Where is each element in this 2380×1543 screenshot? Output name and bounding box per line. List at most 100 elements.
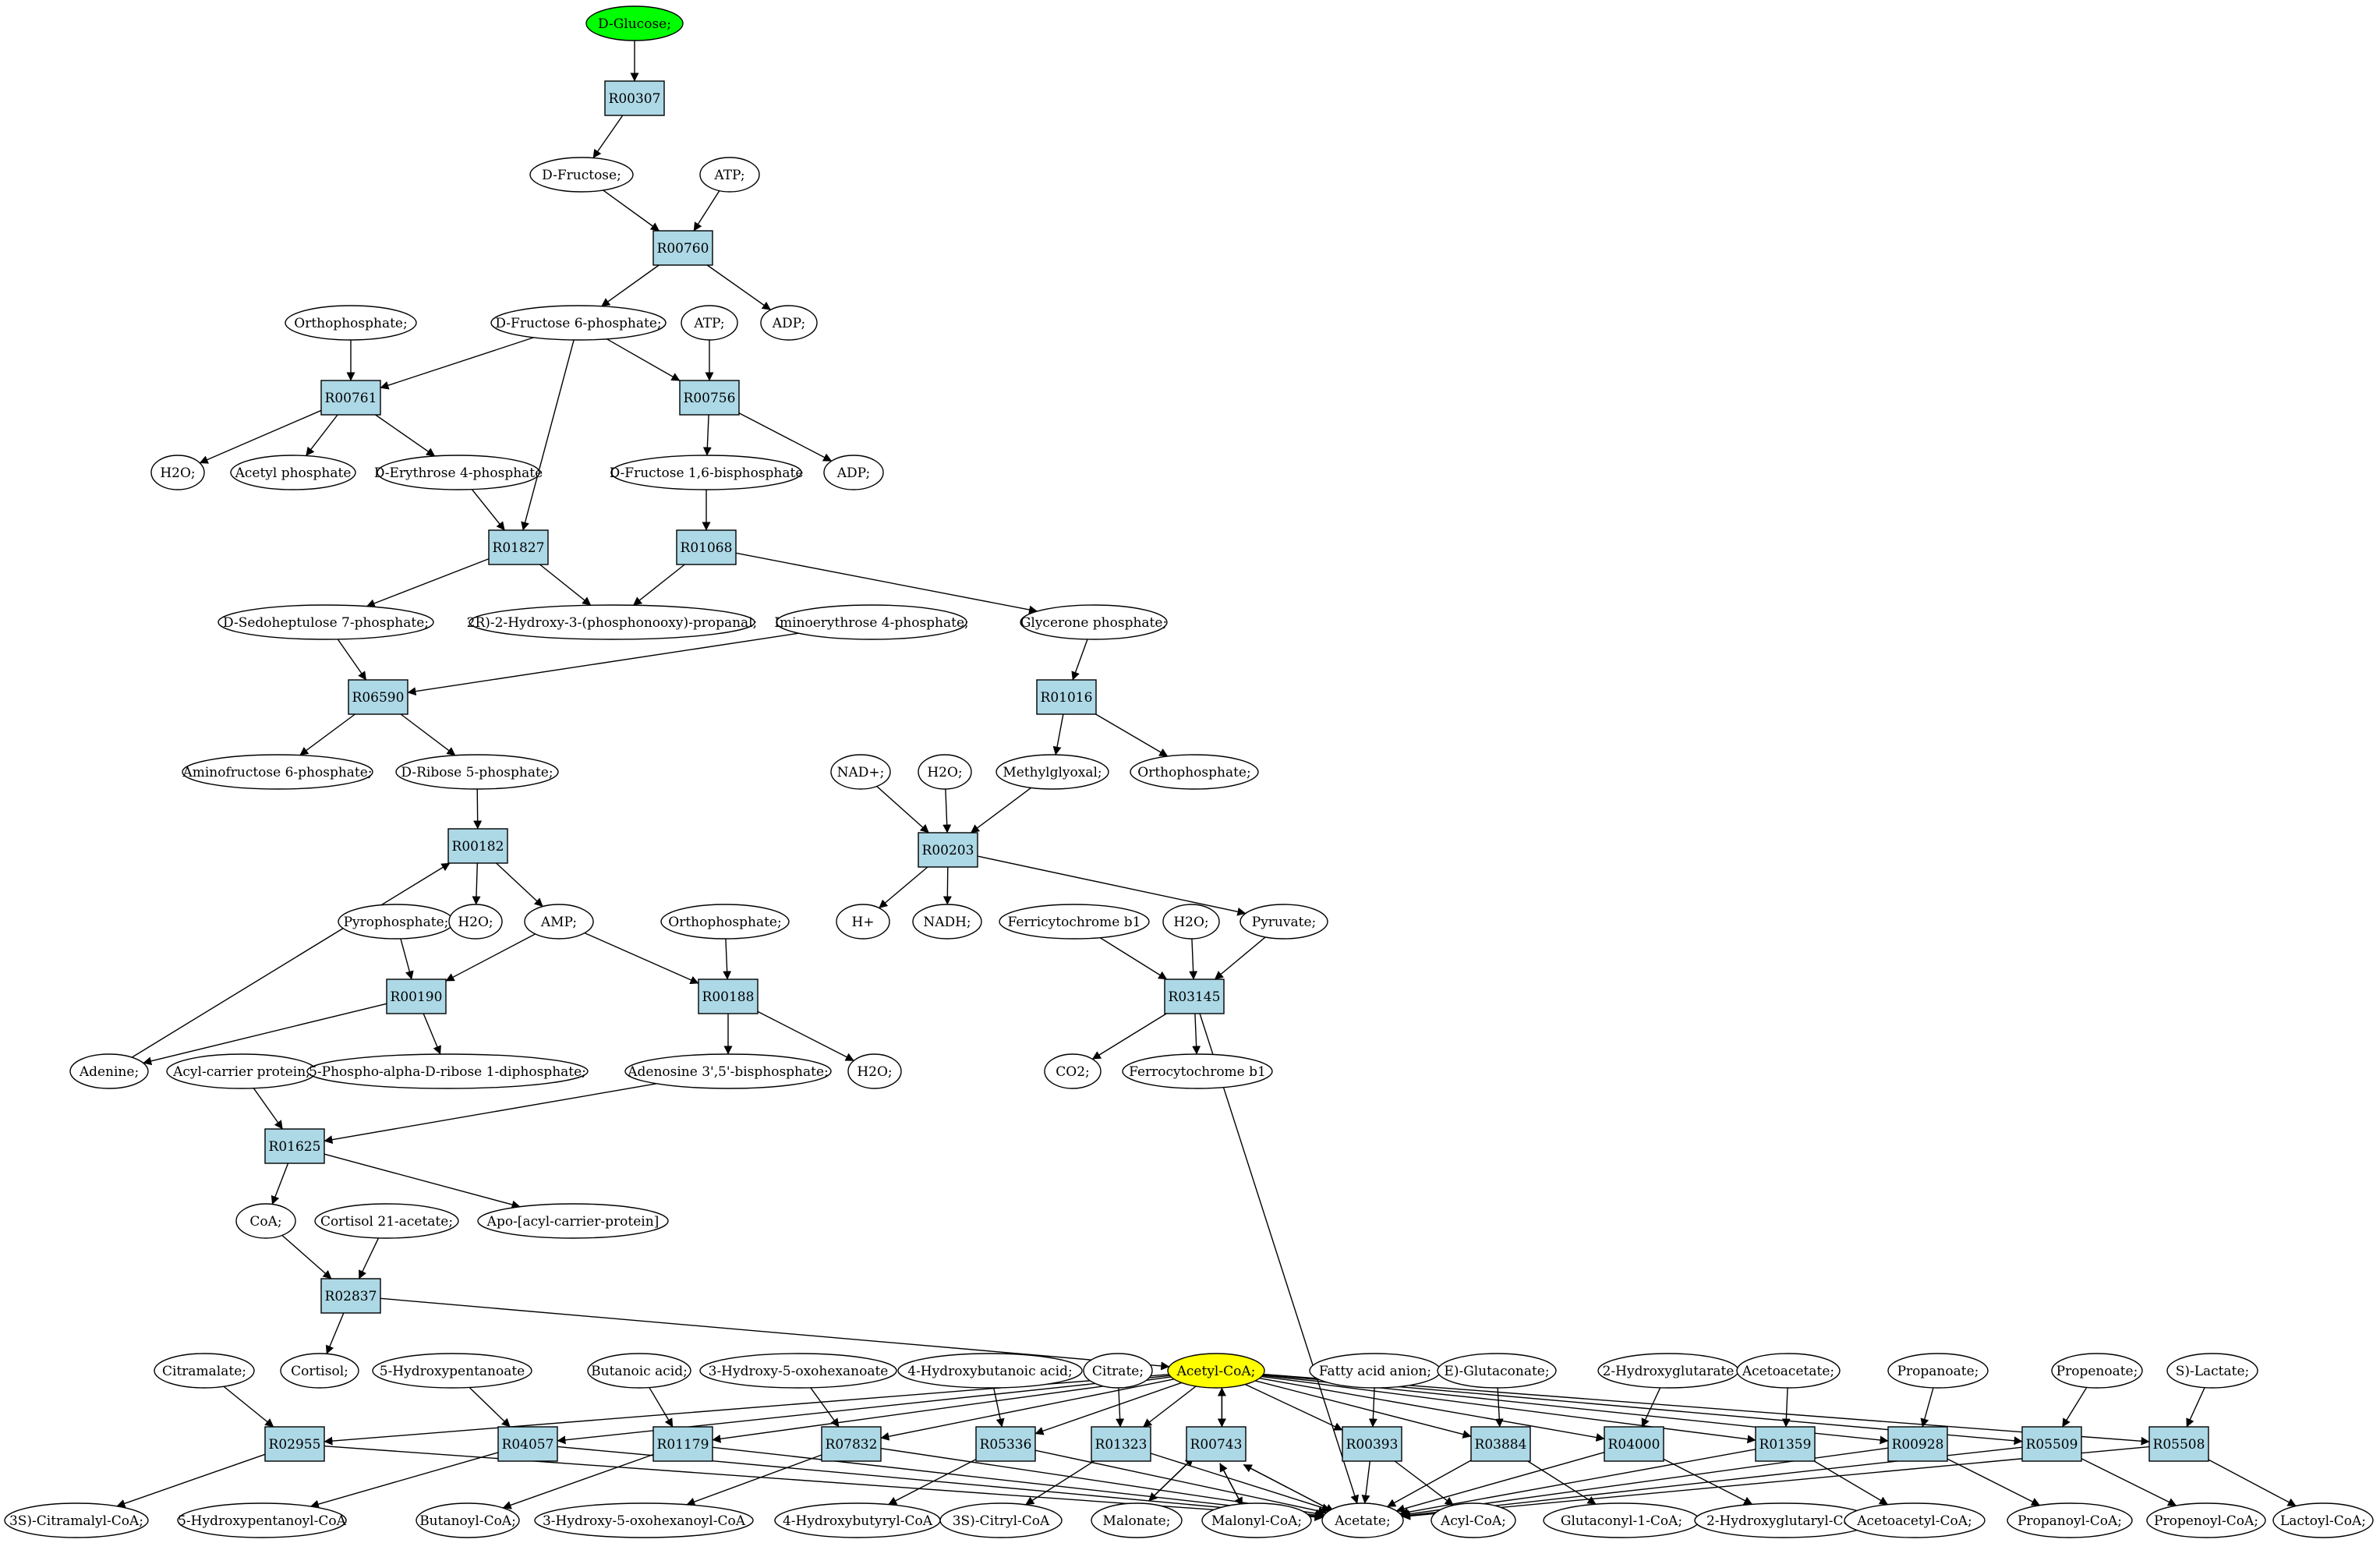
metabolite-node-hpcoa[interactable]: 5-Hydroxypentanoyl-CoA <box>177 1502 347 1538</box>
metabolite-node-h2oC[interactable]: H2O; <box>448 904 503 940</box>
reaction-node-R01016[interactable]: R01016 <box>1036 679 1097 715</box>
metabolite-node-hbut[interactable]: 4-Hydroxybutanoic acid; <box>897 1353 1083 1389</box>
reaction-node-R04000[interactable]: R04000 <box>1604 1426 1664 1462</box>
metabolite-node-fru[interactable]: D-Fructose; <box>529 157 634 193</box>
metabolite-node-atp2[interactable]: ATP; <box>681 305 738 341</box>
reaction-node-R06590[interactable]: R06590 <box>348 679 408 715</box>
reaction-node-R03145[interactable]: R03145 <box>1164 979 1225 1014</box>
metabolite-node-nad[interactable]: NAD+; <box>830 754 891 790</box>
reaction-node-R05509[interactable]: R05509 <box>2021 1426 2082 1462</box>
metabolite-node-r5p[interactable]: D-Ribose 5-phosphate; <box>395 754 559 790</box>
metabolite-node-adp2[interactable]: ADP; <box>823 455 884 490</box>
metabolite-node-acac[interactable]: Acetoacetate; <box>1736 1353 1841 1389</box>
metabolite-node-nadh[interactable]: NADH; <box>912 904 982 940</box>
metabolite-node-e4p[interactable]: D-Erythrose 4-phosphate <box>374 455 543 490</box>
metabolite-node-pyr[interactable]: Pyruvate; <box>1240 904 1328 940</box>
metabolite-node-h2oE[interactable]: H2O; <box>847 1053 902 1089</box>
metabolite-node-pyro[interactable]: Pyrophosphate; <box>338 904 454 940</box>
reaction-node-R00182[interactable]: R00182 <box>447 828 508 864</box>
metabolite-node-hoxcoa[interactable]: 3-Hydroxy-5-oxohexanoyl-CoA <box>534 1502 754 1538</box>
metabolite-node-acet[interactable]: Acetate; <box>1321 1502 1404 1538</box>
metabolite-node-cort21[interactable]: Cortisol 21-acetate; <box>314 1203 459 1239</box>
metabolite-node-mgo[interactable]: Methylglyoxal; <box>995 754 1109 790</box>
metabolite-node-h2oD[interactable]: H2O; <box>1162 904 1220 940</box>
reaction-node-R01625[interactable]: R01625 <box>264 1128 325 1164</box>
metabolite-node-ie4p[interactable]: Iminoerythrose 4-phosphate; <box>774 604 969 640</box>
metabolite-node-coa[interactable]: CoA; <box>235 1203 296 1239</box>
reaction-node-R00188[interactable]: R00188 <box>698 979 759 1014</box>
reaction-node-R00928[interactable]: R00928 <box>1887 1426 1948 1462</box>
metabolite-node-citmcoa[interactable]: 3S)-Citramalyl-CoA; <box>4 1502 149 1538</box>
metabolite-node-glut[interactable]: E)-Glutaconate; <box>1437 1353 1557 1389</box>
metabolite-node-gp[interactable]: Glycerone phosphate; <box>1020 604 1168 640</box>
metabolite-node-accoa[interactable]: Acetyl-CoA; <box>1167 1353 1265 1389</box>
reaction-node-R00743[interactable]: R00743 <box>1186 1426 1247 1462</box>
reaction-node-R00203[interactable]: R00203 <box>918 832 978 868</box>
metabolite-node-gluccoa[interactable]: Glutaconyl-1-CoA; <box>1543 1502 1700 1538</box>
metabolite-node-fbp[interactable]: D-Fructose 1,6-bisphosphate <box>610 455 804 490</box>
metabolite-node-orthoC[interactable]: Orthophosphate; <box>660 904 790 940</box>
metabolite-node-h2oA[interactable]: H2O; <box>150 455 205 490</box>
metabolite-node-hplus[interactable]: H+ <box>836 904 890 940</box>
metabolite-node-bucoa[interactable]: Butanoyl-CoA; <box>416 1502 520 1538</box>
reaction-node-R01068[interactable]: R01068 <box>676 529 737 565</box>
metabolite-node-hpp[interactable]: 2R)-2-Hydroxy-3-(phosphonooxy)-propanal; <box>467 604 758 640</box>
metabolite-node-but[interactable]: Butanoic acid; <box>587 1353 691 1389</box>
metabolite-node-atp1[interactable]: ATP; <box>699 157 760 193</box>
metabolite-node-ade[interactable]: Adenine; <box>69 1053 149 1089</box>
metabolite-node-af6p[interactable]: Aminofructose 6-phosphate; <box>182 754 373 790</box>
metabolite-node-ferri[interactable]: Ferricytochrome b1 <box>999 904 1150 940</box>
reaction-node-R01323[interactable]: R01323 <box>1091 1426 1151 1462</box>
metabolite-node-acylcoa[interactable]: Acyl-CoA; <box>1430 1502 1516 1538</box>
reaction-node-R05508[interactable]: R05508 <box>2148 1426 2209 1462</box>
metabolite-node-glc[interactable]: D-Glucose; <box>585 5 684 41</box>
metabolite-node-amp[interactable]: AMP; <box>524 904 594 940</box>
metabolite-node-prpp[interactable]: 5-Phospho-alpha-D-ribose 1-diphosphate; <box>306 1053 589 1089</box>
reaction-node-R03884[interactable]: R03884 <box>1470 1426 1531 1462</box>
reaction-node-R07832[interactable]: R07832 <box>821 1426 882 1462</box>
metabolite-node-hbcoa[interactable]: 4-Hydroxybutyryl-CoA <box>774 1502 941 1538</box>
reaction-node-R02955[interactable]: R02955 <box>264 1426 325 1462</box>
metabolite-node-citcoa[interactable]: 3S)-Citryl-CoA <box>939 1502 1063 1538</box>
metabolite-node-malon[interactable]: Malonate; <box>1091 1502 1183 1538</box>
reaction-node-R00393[interactable]: R00393 <box>1342 1426 1402 1462</box>
reaction-node-R05336[interactable]: R05336 <box>975 1426 1036 1462</box>
metabolite-node-prencoa[interactable]: Propenoyl-CoA; <box>2146 1502 2266 1538</box>
metabolite-node-co2[interactable]: CO2; <box>1044 1053 1102 1089</box>
metabolite-node-fa[interactable]: Fatty acid anion; <box>1309 1353 1441 1389</box>
reaction-node-R00761[interactable]: R00761 <box>320 380 381 416</box>
metabolite-node-f6p[interactable]: D-Fructose 6-phosphate; <box>490 305 667 341</box>
metabolite-node-apo[interactable]: Apo-[acyl-carrier-protein] <box>477 1203 669 1239</box>
metabolite-node-ferro[interactable]: Ferrocytochrome b1 <box>1122 1053 1273 1089</box>
metabolite-node-pap[interactable]: Adenosine 3',5'-bisphosphate; <box>624 1053 832 1089</box>
metabolite-node-acp[interactable]: Acetyl phosphate <box>230 455 356 490</box>
metabolite-node-citram[interactable]: Citramalate; <box>154 1353 255 1389</box>
metabolite-node-s7p[interactable]: D-Sedoheptulose 7-phosphate; <box>217 604 434 640</box>
metabolite-node-propen[interactable]: Propenoate; <box>2051 1353 2143 1389</box>
metabolite-node-orthoB[interactable]: Orthophosphate; <box>1130 754 1259 790</box>
reaction-node-R00760[interactable]: R00760 <box>652 230 713 266</box>
metabolite-node-cit[interactable]: Citrate; <box>1083 1353 1153 1389</box>
reaction-node-R02837[interactable]: R02837 <box>320 1278 381 1314</box>
metabolite-node-lac[interactable]: S)-Lactate; <box>2166 1353 2258 1389</box>
metabolite-node-hpent[interactable]: 5-Hydroxypentanoate <box>372 1353 532 1389</box>
reaction-node-R01827[interactable]: R01827 <box>488 529 549 565</box>
metabolite-node-prop[interactable]: Propanoate; <box>1887 1353 1989 1389</box>
metabolite-node-adp1[interactable]: ADP; <box>760 305 818 341</box>
metabolite-node-aacoa[interactable]: Acetoacetyl-CoA; <box>1844 1502 1986 1538</box>
metabolite-node-malcoa[interactable]: Malonyl-CoA; <box>1201 1502 1312 1538</box>
metabolite-node-cort[interactable]: Cortisol; <box>280 1353 359 1389</box>
reaction-node-R01359[interactable]: R01359 <box>1755 1426 1816 1462</box>
reaction-node-R00190[interactable]: R00190 <box>386 979 447 1014</box>
reaction-node-R00307[interactable]: R00307 <box>604 80 665 116</box>
reaction-node-R00756[interactable]: R00756 <box>679 380 740 416</box>
metabolite-node-laccoa[interactable]: Lactoyl-CoA; <box>2272 1502 2374 1538</box>
reaction-node-R04057[interactable]: R04057 <box>497 1426 558 1462</box>
metabolite-node-prcoa[interactable]: Propanoyl-CoA; <box>2007 1502 2133 1538</box>
metabolite-node-acpprot[interactable]: Acyl-carrier protein; <box>166 1053 317 1089</box>
reaction-node-R01179[interactable]: R01179 <box>652 1426 713 1462</box>
metabolite-node-hgcoa[interactable]: 2-Hydroxyglutaryl-CoA <box>1694 1502 1873 1538</box>
metabolite-node-hglut[interactable]: 2-Hydroxyglutarate <box>1597 1353 1739 1389</box>
metabolite-node-h2oB[interactable]: H2O; <box>918 754 972 790</box>
metabolite-node-hoxo[interactable]: 3-Hydroxy-5-oxohexanoate <box>699 1353 897 1389</box>
